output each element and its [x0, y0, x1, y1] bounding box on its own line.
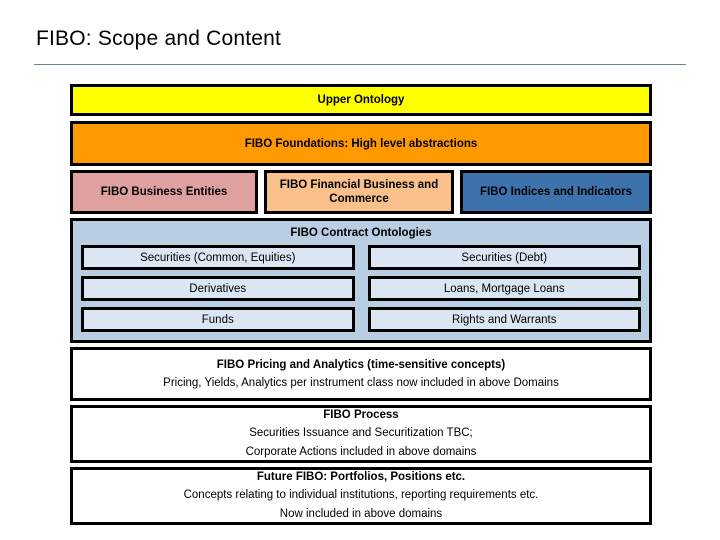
contract-item-funds[interactable]: Funds [81, 307, 355, 332]
contract-ontologies-grid: Securities (Common, Equities) Securities… [81, 245, 641, 332]
contract-item-label: Rights and Warrants [452, 313, 557, 326]
layer-fibo-foundations-label: FIBO Foundations: High level abstraction… [244, 137, 478, 150]
contract-item-label: Loans, Mortgage Loans [443, 282, 565, 295]
panel-fibo-contract-ontologies: FIBO Contract Ontologies Securities (Com… [70, 218, 652, 343]
domain-fibo-indices-and-indicators[interactable]: FIBO Indices and Indicators [460, 170, 652, 214]
contract-item-loans-mortgage-loans[interactable]: Loans, Mortgage Loans [367, 276, 641, 301]
note-fibo-process[interactable]: FIBO Process Securities Issuance and Sec… [70, 405, 652, 463]
title-divider [34, 64, 686, 65]
note-fibo-pricing-and-analytics[interactable]: FIBO Pricing and Analytics (time-sensiti… [70, 347, 652, 401]
page-title: FIBO: Scope and Content [36, 27, 282, 50]
domain-fibo-indices-and-indicators-label: FIBO Indices and Indicators [479, 186, 633, 198]
domain-fibo-business-entities-label: FIBO Business Entities [100, 186, 228, 198]
contract-item-securities-debt[interactable]: Securities (Debt) [367, 245, 641, 270]
contract-item-label: Derivatives [189, 282, 247, 295]
contract-item-derivatives[interactable]: Derivatives [81, 276, 355, 301]
contract-item-securities-common-equities[interactable]: Securities (Common, Equities) [81, 245, 355, 270]
domain-fibo-business-entities[interactable]: FIBO Business Entities [70, 170, 258, 214]
layer-upper-ontology[interactable]: Upper Ontology [70, 84, 652, 116]
note-title: FIBO Pricing and Analytics (time-sensiti… [216, 358, 506, 371]
note-line: Pricing, Yields, Analytics per instrumen… [163, 376, 559, 389]
contract-item-label: Securities (Debt) [461, 251, 548, 264]
note-future-fibo[interactable]: Future FIBO: Portfolios, Positions etc. … [70, 467, 652, 525]
contract-item-rights-and-warrants[interactable]: Rights and Warrants [367, 307, 641, 332]
note-line: Corporate Actions included in above doma… [245, 446, 477, 458]
note-title: Future FIBO: Portfolios, Positions etc. [256, 471, 466, 483]
domain-fibo-financial-business-and-commerce[interactable]: FIBO Financial Business and Commerce [264, 170, 454, 214]
note-line: Concepts relating to individual institut… [183, 489, 539, 501]
contract-item-label: Funds [201, 313, 234, 326]
note-line: Now included in above domains [279, 508, 443, 520]
domain-fibo-financial-business-and-commerce-label: FIBO Financial Business and Commerce [279, 179, 439, 205]
note-title: FIBO Process [323, 409, 399, 421]
contract-item-label: Securities (Common, Equities) [140, 251, 296, 264]
panel-fibo-contract-ontologies-heading: FIBO Contract Ontologies [290, 227, 432, 239]
layer-upper-ontology-label: Upper Ontology [317, 94, 405, 106]
layer-fibo-foundations[interactable]: FIBO Foundations: High level abstraction… [70, 121, 652, 166]
note-line: Securities Issuance and Securitization T… [249, 427, 473, 439]
fibo-scope-diagram: Upper Ontology FIBO Foundations: High le… [70, 84, 652, 529]
domain-row: FIBO Business Entities FIBO Financial Bu… [70, 170, 652, 214]
